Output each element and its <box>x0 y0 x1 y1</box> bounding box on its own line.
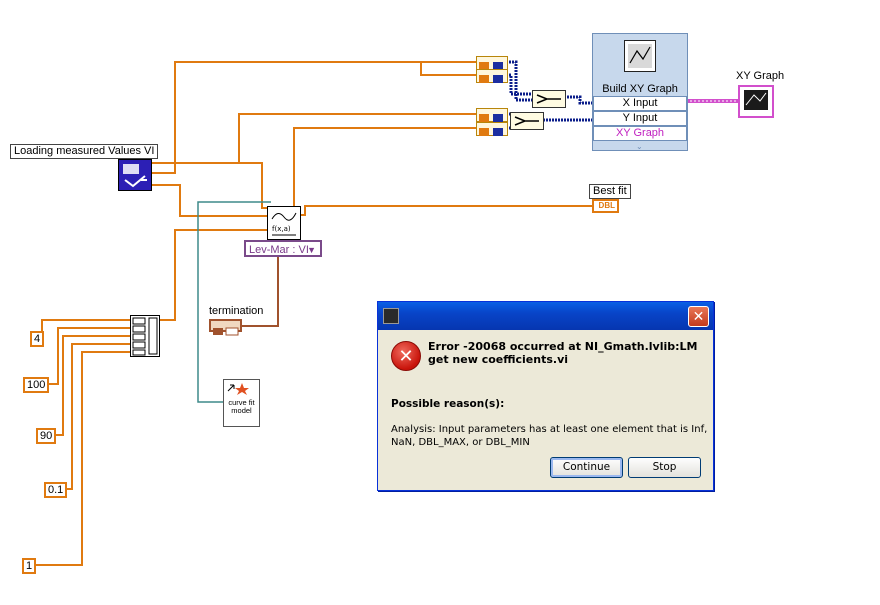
constant-1[interactable]: 1 <box>22 558 37 574</box>
nonlinear-curve-fit-node[interactable]: f(x,a) <box>267 206 301 240</box>
curve-fit-model-text: curve fit model <box>228 398 255 415</box>
build-xy-title: Build XY Graph <box>602 83 678 95</box>
xy-graph-terminal-icon[interactable] <box>738 85 774 118</box>
model-wire <box>197 201 271 403</box>
merge-icon <box>514 116 539 126</box>
error-icon: ✕ <box>391 341 421 371</box>
best-fit-label: Best fit <box>589 184 631 199</box>
lev-mar-selector[interactable]: Lev-Mar : VI ▼ <box>244 240 322 257</box>
termination-label: termination <box>209 305 264 317</box>
merge-signals-node-1[interactable] <box>532 90 566 108</box>
constant-0-1[interactable]: 0.1 <box>44 482 68 498</box>
error-message: Error -20068 occurred at NI_Gmath.lvlib:… <box>428 340 698 366</box>
constant-100[interactable]: 100 <box>23 377 50 393</box>
stop-button[interactable]: Stop <box>628 457 701 478</box>
array-convert-icon <box>479 75 503 83</box>
possible-reasons-heading: Possible reason(s): <box>391 398 505 410</box>
dialog-titlebar[interactable]: ✕ <box>378 302 713 330</box>
vi-graph-icon <box>123 164 147 188</box>
graph-indicator-icon <box>744 90 768 110</box>
constant-90[interactable]: 90 <box>36 428 57 444</box>
array-convert-icon <box>479 114 503 122</box>
curve-fit-icon: f(x,a) <box>271 212 297 236</box>
continue-button[interactable]: Continue <box>550 457 623 478</box>
constant-4[interactable]: 4 <box>30 331 45 347</box>
termination-wire <box>242 240 279 327</box>
bundle-node[interactable] <box>130 315 160 357</box>
xy-graph-terminal[interactable]: XY Graph <box>593 126 687 141</box>
array-node-4[interactable] <box>476 122 508 136</box>
error-detail: Analysis: Input parameters has at least … <box>391 424 708 448</box>
loading-vi-node[interactable] <box>118 159 152 191</box>
labview-app-icon <box>383 308 399 324</box>
orange-wires <box>33 61 592 566</box>
merge-signals-node-2[interactable] <box>510 112 544 130</box>
merge-icon <box>536 94 561 104</box>
array-convert-icon <box>479 62 503 70</box>
graph-icon <box>624 40 656 72</box>
x-input-terminal[interactable]: X Input <box>593 96 687 111</box>
close-icon[interactable]: ✕ <box>688 306 709 327</box>
xy-graph-label: XY Graph <box>736 70 785 82</box>
error-dialog: ✕ ✕ Error -20068 occurred at NI_Gmath.lv… <box>377 301 714 491</box>
y-input-terminal[interactable]: Y Input <box>593 111 687 126</box>
array-node-3[interactable] <box>476 108 508 122</box>
svg-text:f(x,a): f(x,a) <box>272 225 291 233</box>
build-xy-graph-node[interactable]: Build XY Graph X Input Y Input XY Graph … <box>592 33 688 151</box>
termination-control[interactable] <box>209 319 242 336</box>
lev-mar-label: Lev-Mar : VI <box>249 244 309 256</box>
cluster-icon <box>213 327 239 336</box>
dropdown-arrow-icon: ▼ <box>307 245 316 255</box>
loading-vi-label: Loading measured Values VI <box>10 144 159 159</box>
curve-fit-model-node[interactable]: curve fit model <box>223 379 260 427</box>
array-node-2[interactable] <box>476 69 508 83</box>
star-vi-icon <box>227 383 249 395</box>
array-node-1[interactable] <box>476 56 508 70</box>
expand-chevron-icon[interactable]: ⌄ <box>636 142 643 151</box>
array-convert-icon <box>479 128 503 136</box>
best-fit-indicator[interactable]: DBL <box>592 199 619 213</box>
bundle-icon <box>132 317 158 356</box>
